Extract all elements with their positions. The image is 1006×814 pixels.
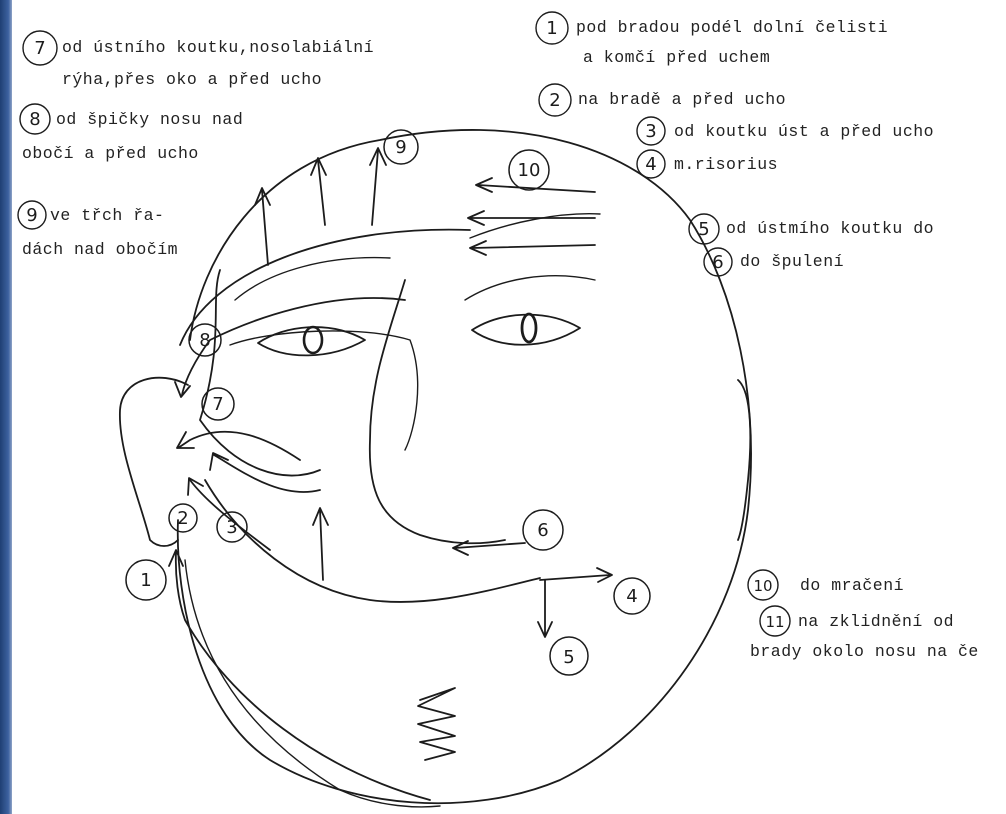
nose-line [370,280,505,543]
arrow-left-2 [468,211,595,225]
face-label-5: 5 [563,647,574,668]
arrow-5 [538,580,552,637]
note-9-line-1: ve třch řa- [50,206,164,225]
marker-9: 9 [26,205,37,226]
note-3: od koutku úst a před ucho [674,122,934,141]
arrow-up-1 [255,188,270,265]
right-ear [738,380,750,540]
cheek-line [200,270,320,476]
face-label-9: 9 [395,137,406,158]
arrow-4 [540,568,612,582]
forehead-line-right-2 [465,276,595,300]
marker-2: 2 [549,90,560,111]
head-outline-inner [185,560,440,807]
arrow-7 [177,432,300,460]
note-1-line-1: pod bradou podél dolní čelisti [576,18,888,37]
marker-1: 1 [546,18,557,39]
note-11-line-1: na zklidnění od [798,612,954,631]
head-outline [178,130,751,803]
note-11-line-2: brady okolo nosu na če [750,642,979,661]
note-7-line-1: od ústního koutku,nosolabiální [62,38,374,57]
zigzag [418,688,455,760]
face-label-8: 8 [199,330,210,351]
face-label-6: 6 [537,520,548,541]
arrow-mouth-up [313,508,328,580]
marker-3: 3 [645,121,656,142]
note-6: do špulení [740,252,844,271]
note-8-line-2: obočí a před ucho [22,144,199,163]
note-9-line-2: dách nad obočím [22,240,178,259]
marker-6: 6 [712,252,723,273]
face-label-2: 2 [177,508,188,529]
note-5: od ústmího koutku do [726,219,934,238]
note-7-line-2: rýha,přes oko a před ucho [62,70,322,89]
eye-loop-line [230,331,418,450]
marker-5: 5 [698,219,709,240]
marker-4: 4 [645,154,656,175]
note-4: m.risorius [674,155,778,174]
note-8-line-1: od špičky nosu nad [56,110,243,129]
face-label-3: 3 [226,517,237,538]
face-label-4: 4 [626,586,637,607]
arrow-up-3 [370,148,386,225]
forehead-line-2 [235,258,390,300]
face-label-7: 7 [212,394,223,415]
mouth-curve [205,480,540,602]
arrow-left-3 [470,241,595,255]
marker-7: 7 [34,38,45,59]
note-2: na bradě a před ucho [578,90,786,109]
note-1-line-2: a komčí před uchem [583,48,770,67]
face-label-1: 1 [140,570,151,591]
marker-8: 8 [29,109,40,130]
marker-11: 11 [765,613,784,631]
note-10: do mračení [800,576,904,595]
arrow-up-2 [311,158,326,225]
marker-10: 10 [753,577,772,595]
arrow-3 [210,453,320,492]
face-label-10: 10 [518,160,541,181]
right-pupil [522,314,536,342]
